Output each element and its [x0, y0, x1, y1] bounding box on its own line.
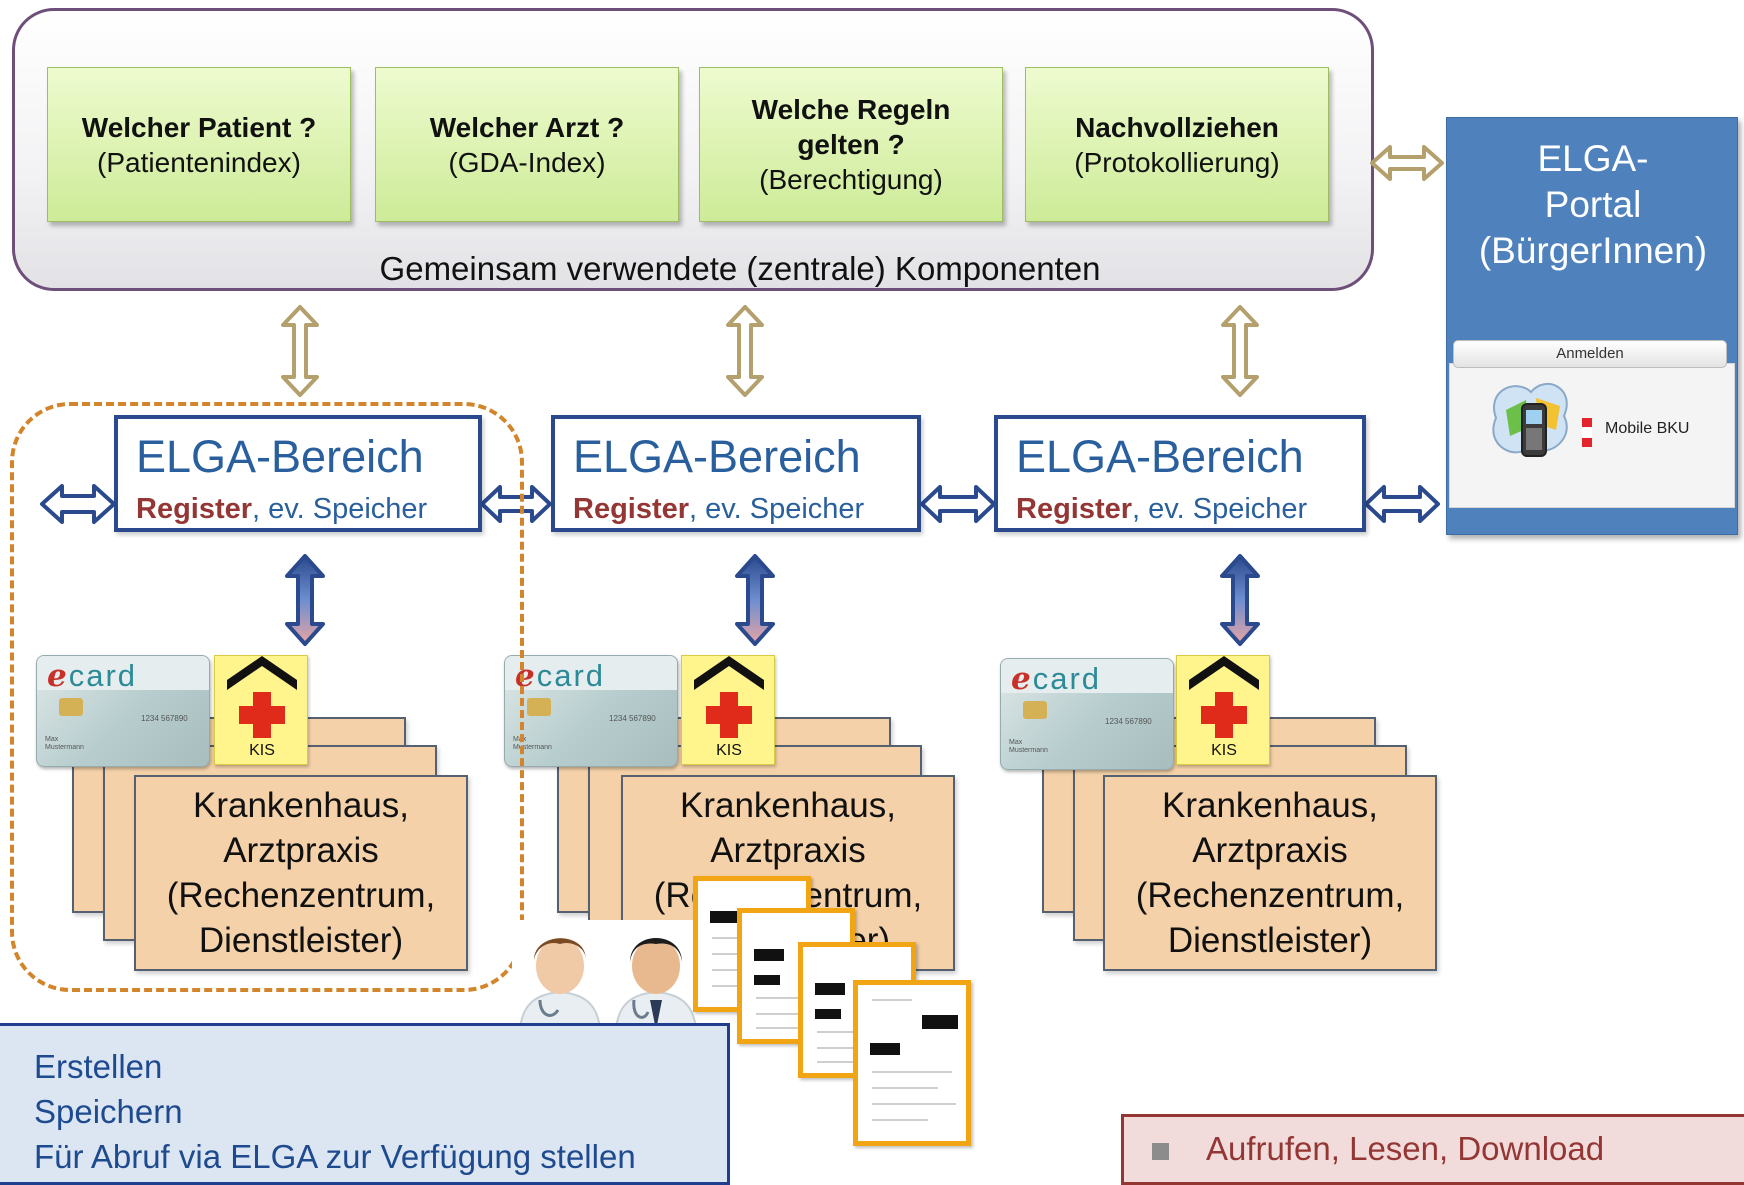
component-patient-index: Welcher Patient ? (Patientenindex)	[47, 67, 351, 222]
storage-label: , ev. Speicher	[1132, 493, 1308, 525]
component-authorization: Welche Regeln gelten ? (Berechtigung)	[699, 67, 1003, 222]
austria-flag-icon	[1582, 418, 1592, 447]
double-arrow-tan	[281, 305, 319, 397]
hospital-icon	[694, 656, 764, 738]
bereich-title: ELGA-Bereich	[1016, 431, 1304, 482]
ecard-holder: Max Mustermann	[513, 736, 552, 751]
ecard-number: 1234 567890	[1105, 717, 1152, 726]
component-title: Welcher Patient ?	[81, 111, 317, 143]
ecard-logo: ecard	[515, 658, 606, 694]
elga-portal: ELGA- Portal (BürgerInnen) Mobile BKU An…	[1446, 117, 1738, 535]
cluster-outline	[10, 402, 524, 992]
component-title: Welche Regeln gelten ?	[751, 94, 951, 160]
double-arrow-gradient	[735, 554, 775, 646]
chip-icon	[59, 698, 83, 716]
double-arrow-gradient	[285, 554, 325, 646]
elga-bereich-2: ELGA-Bereich Register, ev. Speicher	[551, 415, 921, 532]
provider-label: Krankenhaus, Arztpraxis (Rechenzentrum, …	[1135, 786, 1405, 960]
reader-actions-box: Aufrufen, Lesen, Download	[1121, 1114, 1744, 1185]
component-subtitle: (Berechtigung)	[759, 164, 943, 195]
double-arrow-blue	[480, 485, 552, 523]
provider-card-3: Krankenhaus, Arztpraxis (Rechenzentrum, …	[1103, 775, 1437, 971]
bereich-subtitle: Register, ev. Speicher	[573, 493, 864, 526]
double-arrow-tan	[1370, 145, 1444, 181]
double-arrow-blue	[920, 485, 996, 523]
register-label: Register	[573, 493, 690, 525]
ecard-logo: ecard	[1011, 661, 1102, 697]
document-icon	[853, 980, 971, 1146]
chip-icon	[1023, 701, 1047, 719]
ecard-icon: ecard 1234 567890 Max Mustermann	[504, 655, 678, 767]
provider-card-1: Krankenhaus, Arztpraxis (Rechenzentrum, …	[134, 775, 468, 971]
component-gda-index: Welcher Arzt ? (GDA-Index)	[375, 67, 679, 222]
component-subtitle: (GDA-Index)	[448, 146, 606, 178]
kis-label: KIS	[716, 742, 742, 759]
ecard-number: 1234 567890	[609, 714, 656, 723]
register-label: Register	[136, 493, 253, 525]
kis-hospital-icon: KIS	[1176, 655, 1270, 765]
kis-label: KIS	[1211, 742, 1237, 759]
double-arrow-tan	[1221, 305, 1259, 397]
bullet-square-icon	[1152, 1143, 1169, 1160]
component-subtitle: (Patientenindex)	[97, 146, 301, 178]
kis-hospital-icon: KIS	[214, 655, 308, 765]
double-arrow-blue	[1364, 485, 1440, 523]
storage-label: , ev. Speicher	[252, 493, 428, 525]
login-button[interactable]: Anmelden	[1453, 340, 1727, 368]
component-logging: Nachvollziehen (Protokollierung)	[1025, 67, 1329, 222]
portal-title: ELGA- Portal (BürgerInnen)	[1478, 138, 1708, 271]
ecard-icon: ecard 1234 567890 Max Mustermann	[1000, 658, 1174, 770]
central-caption: Gemeinsam verwendete (zentrale) Komponen…	[379, 250, 1101, 287]
provider-label: Krankenhaus, Arztpraxis (Rechenzentrum, …	[166, 786, 436, 960]
register-label: Register	[1016, 493, 1133, 525]
kis-hospital-icon: KIS	[681, 655, 775, 765]
storage-label: , ev. Speicher	[689, 493, 865, 525]
creator-actions-box: Erstellen Speichern Für Abruf via ELGA z…	[0, 1023, 730, 1185]
hospital-icon	[227, 656, 297, 738]
ecard-holder: Max Mustermann	[45, 736, 84, 751]
doctors-icon	[512, 920, 702, 1030]
hospital-icon	[1189, 656, 1259, 738]
bereich-title: ELGA-Bereich	[136, 431, 424, 482]
ecard-holder: Max Mustermann	[1009, 739, 1048, 754]
mobile-bku-panel: Mobile BKU	[1449, 363, 1735, 508]
kis-label: KIS	[249, 742, 275, 759]
ecard-number: 1234 567890	[141, 714, 188, 723]
bereich-subtitle: Register, ev. Speicher	[136, 493, 427, 526]
bku-label: Mobile BKU	[1605, 420, 1690, 437]
double-arrow-tan	[726, 305, 764, 397]
chip-icon	[527, 698, 551, 716]
reader-actions-text: Aufrufen, Lesen, Download	[1206, 1130, 1605, 1167]
elga-bereich-3: ELGA-Bereich Register, ev. Speicher	[994, 415, 1366, 532]
ecard-icon: ecard 1234 567890 Max Mustermann	[36, 655, 210, 767]
bereich-subtitle: Register, ev. Speicher	[1016, 493, 1307, 526]
double-arrow-gradient	[1220, 554, 1260, 646]
bereich-title: ELGA-Bereich	[573, 431, 861, 482]
elga-bereich-1: ELGA-Bereich Register, ev. Speicher	[114, 415, 482, 532]
component-subtitle: (Protokollierung)	[1074, 146, 1280, 178]
ecard-logo: ecard	[47, 658, 138, 694]
component-title: Nachvollziehen	[1075, 111, 1279, 143]
action-item: Für Abruf via ELGA zur Verfügung stellen	[34, 1138, 636, 1175]
mobile-phone-icon	[1492, 382, 1568, 457]
action-item: Speichern	[34, 1093, 183, 1130]
action-item: Erstellen	[34, 1048, 163, 1085]
component-title: Welcher Arzt ?	[429, 111, 625, 143]
